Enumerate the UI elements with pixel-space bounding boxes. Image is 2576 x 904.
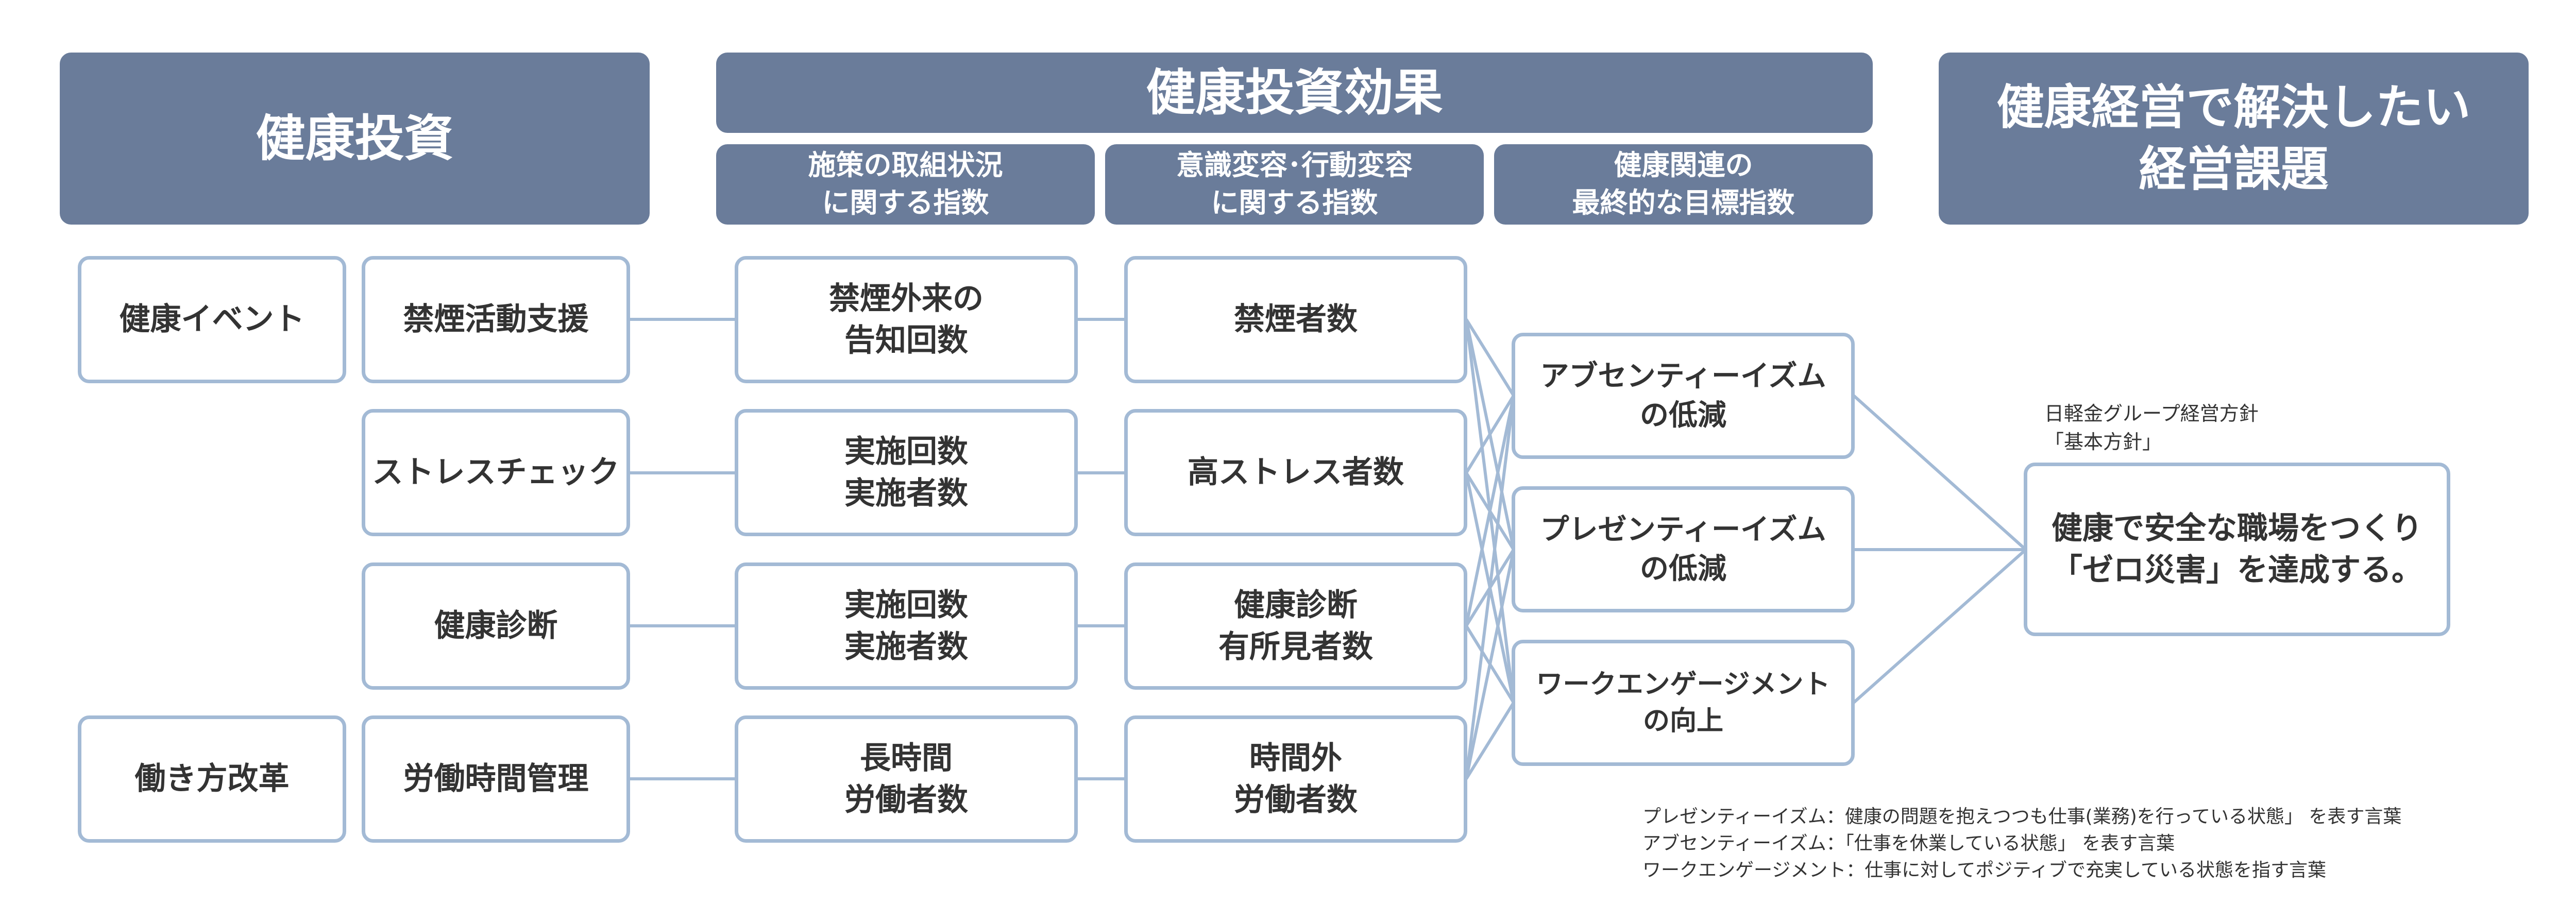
node-overtime: 時間外 労働者数 [1124,715,1467,843]
node-engagement: ワークエンゲージメント の向上 [1512,640,1855,766]
node-checkup-findings: 健康診断 有所見者数 [1124,562,1467,690]
footnote-absenteeism: アブセンティーイズム：「仕事を休業している状態」 を表す言葉 [1642,833,2175,855]
connector [1465,318,1515,397]
node-high-stress: 高ストレス者数 [1124,409,1467,536]
connector [1465,395,1515,626]
connector [1465,549,1515,779]
footnotes: プレゼンティーイズム：健康の問題を抱えつつも仕事(業務)を行っている状態」 を表… [1642,804,2576,884]
node-presenteeism: プレゼンティーイズム の低減 [1512,486,1855,612]
header-management-issue: 健康経営で解決したい 経営課題 [1939,53,2529,225]
connector [1465,395,1515,474]
node-health-checkup: 健康診断 [362,562,630,690]
node-stress-check: ストレスチェック [362,409,630,536]
connector-group [630,318,2027,780]
header-policy-index: 施策の取組状況 に関する指数 [716,144,1095,225]
node-work-hours: 労働時間管理 [362,715,630,843]
footnote-presenteeism: プレゼンティーイズム：健康の問題を抱えつつも仕事(業務)を行っている状態」 を表… [1642,806,2402,827]
node-smoking-support: 禁煙活動支援 [362,256,630,383]
node-absenteeism: アブセンティーイズム の低減 [1512,333,1855,459]
footnote-engagement: ワークエンゲージメント：仕事に対してポジティブで充実している状態を指す言葉 [1642,860,2326,881]
connector [1853,548,2027,704]
node-goal: 健康で安全な職場をつくり 「ゼロ災害」を達成する。 [2024,463,2450,636]
node-work-reform: 働き方改革 [78,715,346,843]
goal-caption: 日軽金グループ経営方針 「基本方針」 [2044,402,2259,454]
node-stress-counts: 実施回数 実施者数 [735,409,1078,536]
connector [1465,702,1515,780]
header-final-index: 健康関連の 最終的な目標指数 [1494,144,1873,225]
header-awareness-index: 意識変容･行動変容 に関する指数 [1105,144,1484,225]
connector [1465,395,1515,779]
node-long-hours: 長時間 労働者数 [735,715,1078,843]
node-smoking-clinic: 禁煙外来の 告知回数 [735,256,1078,383]
connector [1852,394,2027,551]
node-quitters: 禁煙者数 [1124,256,1467,383]
header-health-investment: 健康投資 [60,53,650,225]
node-checkup-counts: 実施回数 実施者数 [735,562,1078,690]
header-investment-effect: 健康投資効果 [716,53,1873,133]
node-health-event: 健康イベント [78,256,346,383]
